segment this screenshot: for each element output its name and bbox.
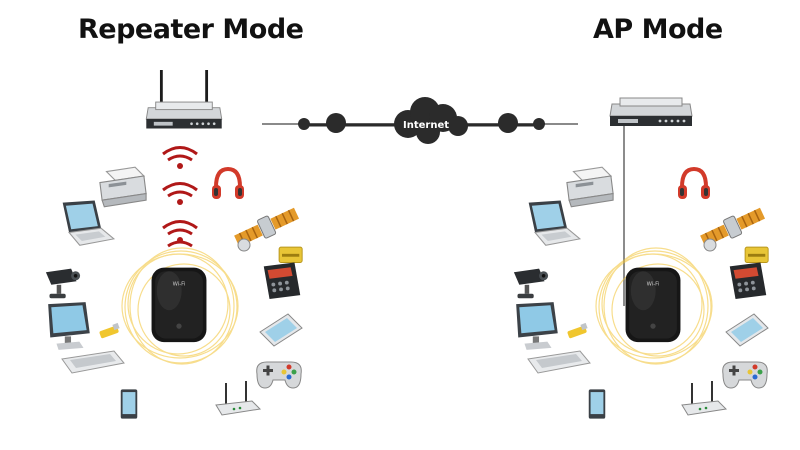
card-terminal-icon bbox=[729, 246, 769, 300]
signal-glow bbox=[595, 247, 713, 365]
ap-mode-panel bbox=[513, 97, 769, 419]
gamepad-icon bbox=[256, 361, 302, 389]
monitor-icon bbox=[48, 302, 90, 350]
wifi-extender-icon bbox=[151, 267, 207, 343]
satellite-icon bbox=[232, 203, 302, 252]
wifi-extender-icon bbox=[625, 267, 681, 343]
phone-icon bbox=[588, 389, 606, 419]
monitor-icon bbox=[516, 302, 558, 350]
signal-glow bbox=[121, 247, 239, 365]
ap-router-icon bbox=[609, 97, 693, 126]
headphones-icon bbox=[676, 167, 712, 201]
satellite-icon bbox=[698, 203, 768, 252]
gamepad-icon bbox=[722, 361, 768, 389]
repeater-mode-title: Repeater Mode bbox=[78, 14, 304, 45]
tablet-icon bbox=[259, 313, 303, 347]
flash-drive-icon bbox=[567, 322, 588, 339]
printer-icon bbox=[99, 166, 147, 208]
internet-label: Internet bbox=[403, 120, 449, 131]
camera-icon bbox=[45, 268, 81, 299]
internet-cloud: Internet bbox=[394, 97, 468, 144]
repeater-mode-panel bbox=[45, 70, 303, 419]
camera-icon bbox=[513, 268, 549, 299]
laptop-icon bbox=[62, 199, 115, 246]
router-icon bbox=[214, 379, 262, 417]
wifi-signal-icon bbox=[162, 146, 198, 248]
phone-icon bbox=[120, 389, 138, 419]
printer-icon bbox=[566, 166, 614, 208]
router-icon bbox=[680, 379, 728, 417]
ap-mode-title: AP Mode bbox=[593, 14, 723, 45]
card-terminal-icon bbox=[263, 246, 303, 300]
keyboard-icon bbox=[61, 350, 125, 374]
flash-drive-icon bbox=[99, 322, 120, 339]
headphones-icon bbox=[210, 167, 246, 201]
main-router-icon bbox=[144, 70, 224, 130]
keyboard-icon bbox=[527, 350, 591, 374]
tablet-icon bbox=[725, 313, 769, 347]
